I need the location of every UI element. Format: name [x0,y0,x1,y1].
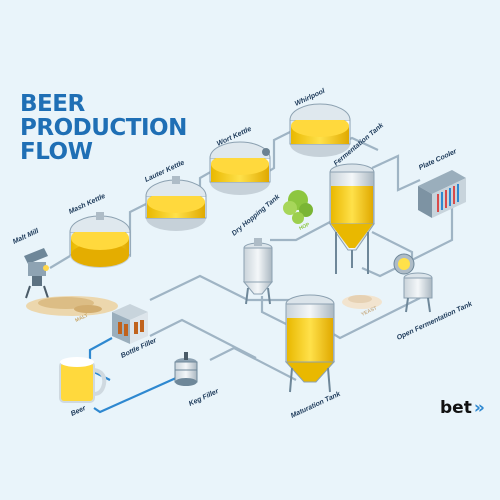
fermentation-tank [329,163,375,274]
title-line-2: PRODUCTION [20,115,187,141]
label-malt-mill: Malt Mill [12,227,41,245]
brand-arrow-icon: » [473,398,485,418]
pipe-ferm-to-dryhop [270,221,331,242]
wort-kettle [209,141,271,195]
beer-glass-icon [59,357,107,403]
whirlpool [289,103,351,157]
title-line-1: BEER [20,91,85,117]
label-malt: MALT [74,313,89,324]
label-maturation-tank: Maturation Tank [290,390,343,420]
dry-hopping-tank [242,238,274,305]
pipe-mill-to-mash [49,255,71,269]
yeast-pile [342,295,382,309]
pipe-maturation-to-bottle-line [149,318,257,359]
mash-kettle [69,212,131,268]
open-fermentation-tank [393,253,433,313]
label-dry-hopping-tank: Dry Hopping Tank [231,193,282,238]
bottle-filler [112,304,148,344]
pipe-maturation-to-keg [209,346,297,381]
brand-logo: bet» [440,398,485,418]
keg-filler [174,352,198,386]
brand-name: bet [440,398,472,418]
pipe-keg-to-beer [93,376,177,414]
malt-pile [26,296,118,316]
label-keg-filler: Keg Filler [188,387,221,407]
malt-mill [24,248,49,299]
label-beer: Beer [70,404,88,417]
plate-cooler [418,170,466,218]
maturation-tank [284,294,336,393]
pipe-cooler-return [361,180,454,278]
pipe-dryhop-to-maturation [260,296,291,327]
label-plate-cooler: Plate Cooler [418,148,459,172]
hop-icon [283,190,313,224]
lauter-kettle [145,176,207,231]
pipe-ferm-to-cooler [371,154,421,192]
label-hop: HOP [298,222,311,232]
title-line-3: FLOW [20,139,93,165]
